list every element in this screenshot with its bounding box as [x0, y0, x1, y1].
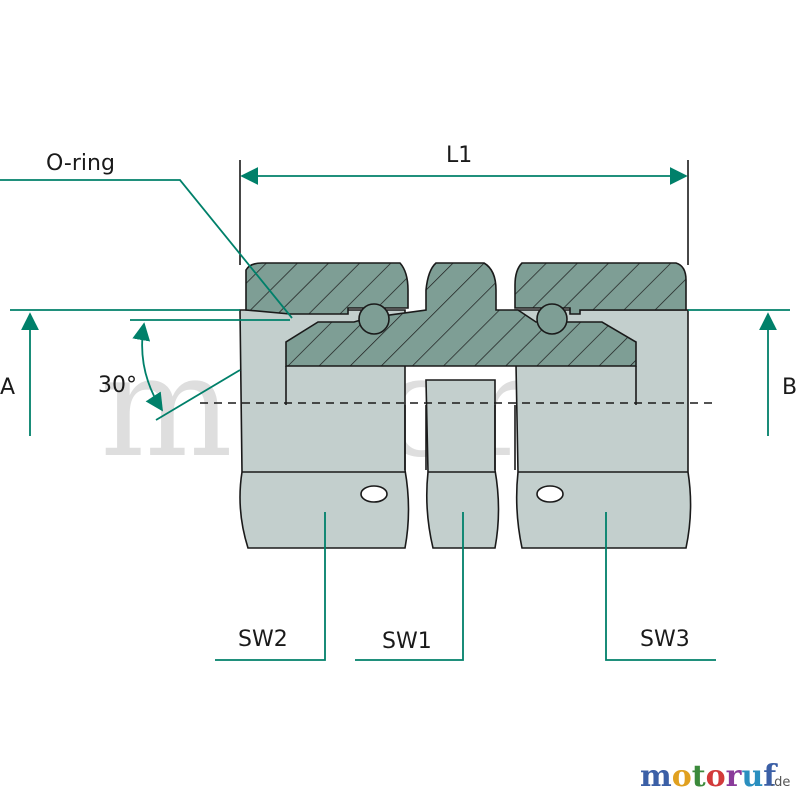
l1-extension-lines: [239, 160, 689, 265]
motoruf-logo: motoruf .de: [640, 759, 790, 794]
port-a-label: A: [0, 375, 15, 400]
center-hex-body: [425, 379, 500, 549]
o-ring-left: [358, 303, 390, 335]
sw3-label: SW3: [640, 627, 690, 652]
sectional-view: [245, 262, 687, 405]
right-nut-slot: [536, 485, 564, 503]
port-b-label: B: [782, 375, 797, 400]
sw2-leader-line: [215, 512, 326, 661]
l1-label: L1: [446, 143, 472, 168]
sw2-label: SW2: [238, 627, 288, 652]
angle-arc: [132, 322, 163, 412]
left-nut-slot: [360, 485, 388, 503]
part-dividers: [404, 405, 516, 470]
o-ring-label: O-ring: [46, 151, 115, 176]
sw1-leader-line: [355, 512, 464, 661]
logo-wordmark: motoruf: [640, 759, 778, 794]
right-nut-section: [514, 262, 687, 315]
sw3-leader-line: [605, 512, 716, 661]
o-ring-right: [536, 303, 568, 335]
o-ring-leader-line: [0, 179, 293, 319]
left-nut-section: [245, 262, 409, 315]
sw1-label: SW1: [382, 629, 432, 654]
angle-label: 30°: [98, 373, 137, 398]
logo-suffix: .de: [770, 775, 790, 790]
angle-cone-line: [155, 369, 241, 421]
